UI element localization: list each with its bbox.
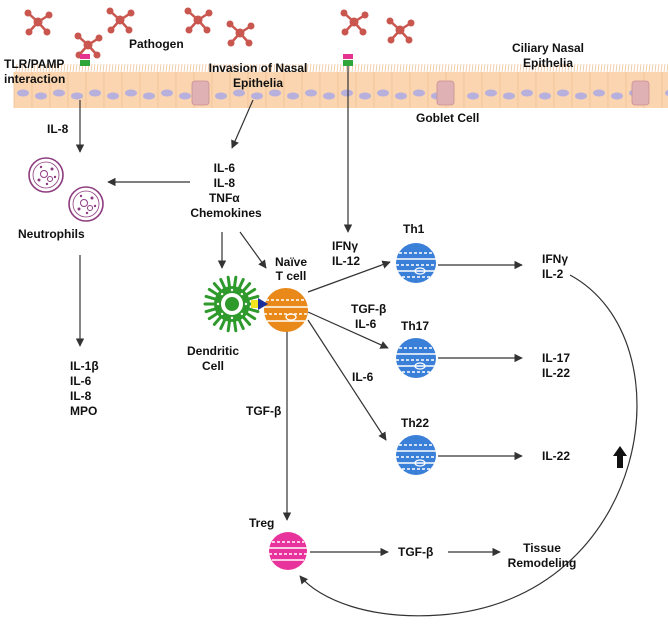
il8-left-label: IL-8 <box>47 122 69 136</box>
pathogen-icon <box>23 6 416 60</box>
th17-label: Th17 <box>401 319 429 333</box>
receptor-icon <box>80 54 353 66</box>
dendritic-cell-icon <box>203 275 261 333</box>
tgf-treg-label: TGF-β <box>246 404 281 418</box>
neutrophils-label: Neutrophils <box>18 227 85 241</box>
th1-cell <box>395 242 437 284</box>
t-cell-icon <box>251 288 308 332</box>
th22-out-label: IL-22 <box>542 449 570 463</box>
th17-cell <box>395 337 437 379</box>
il6-label: IL-6 <box>352 370 374 384</box>
treg-label: Treg <box>249 516 274 530</box>
neutrophil-icon <box>28 157 104 222</box>
pathogen-label: Pathogen <box>129 37 184 51</box>
th22-cell <box>395 434 437 476</box>
treg-cell <box>269 532 307 570</box>
th1-label: Th1 <box>403 222 425 236</box>
nasal-epithelium <box>13 63 668 108</box>
treg-out-label: TGF-β <box>398 545 433 559</box>
neutro-products-label: IL-1β IL-6 IL-8 MPO <box>70 359 102 418</box>
goblet-label: Goblet Cell <box>416 111 479 125</box>
up-arrow-icon <box>613 446 627 468</box>
th22-label: Th22 <box>401 416 429 430</box>
pathway-arrows <box>75 66 638 617</box>
epi-cytokines-label: IL-6 IL-8 TNFα Chemokines <box>190 161 262 220</box>
